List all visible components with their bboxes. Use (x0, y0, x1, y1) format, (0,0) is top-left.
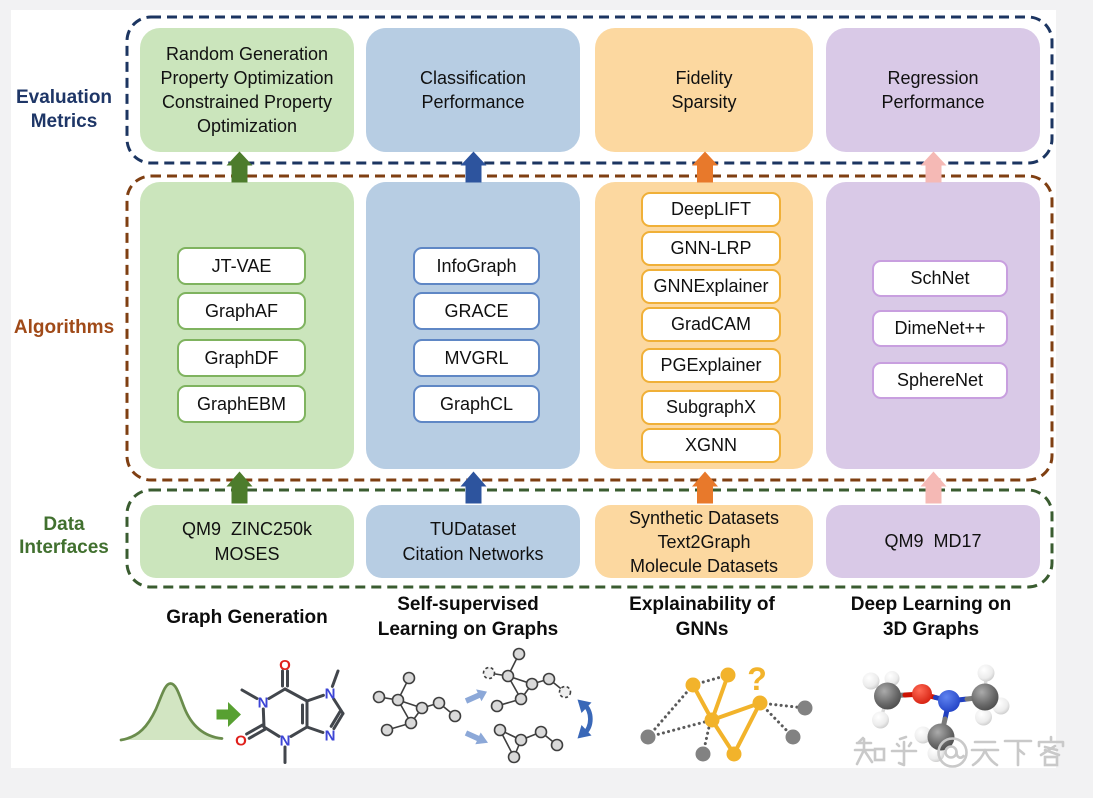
svg-text:?: ? (747, 661, 767, 697)
svg-text:N: N (325, 686, 336, 703)
svg-text:N: N (280, 733, 291, 750)
svg-text:O: O (279, 657, 291, 674)
svg-text:O: O (235, 733, 247, 750)
svg-text:N: N (325, 728, 336, 745)
svg-text:N: N (258, 695, 269, 712)
